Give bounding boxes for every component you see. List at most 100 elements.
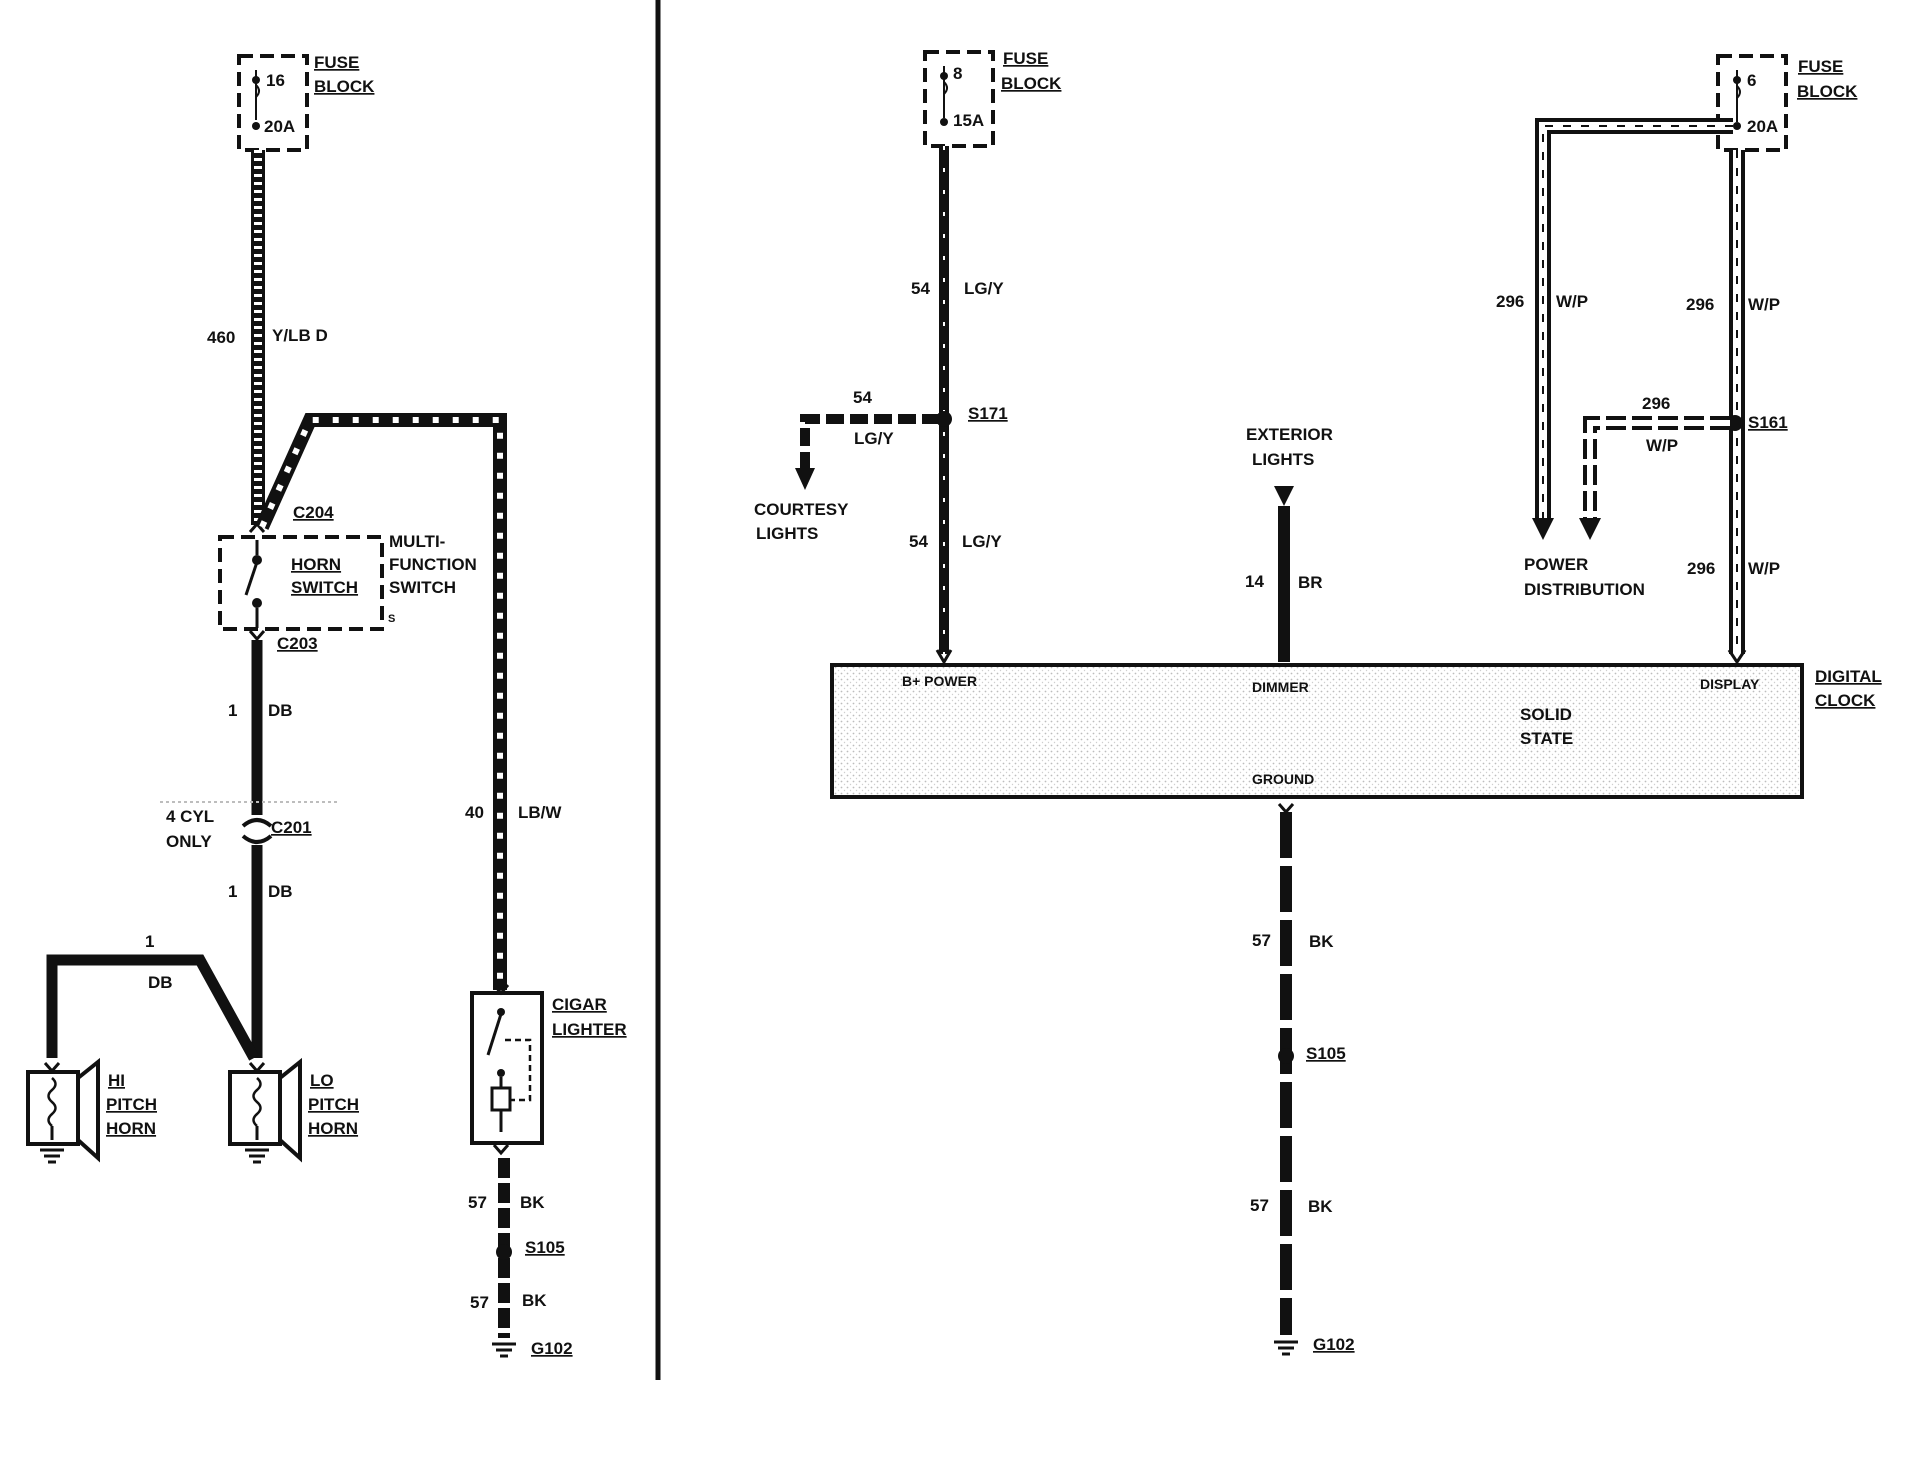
horn-switch-label-2: SWITCH bbox=[291, 578, 358, 597]
power-dist-label-2: DISTRIBUTION bbox=[1524, 580, 1645, 599]
fuse-6-number: 6 bbox=[1747, 71, 1756, 90]
lighter-wire-57-color-b: BK bbox=[522, 1291, 547, 1310]
wire-460: 460 Y/LB D bbox=[207, 150, 328, 525]
multifunction-label-3: SWITCH bbox=[389, 578, 456, 597]
connector-c201: 4 CYL ONLY C201 bbox=[160, 801, 337, 851]
exterior-lights-feed: EXTERIOR LIGHTS 14 BR bbox=[1245, 425, 1333, 662]
cyl-note-line-2: ONLY bbox=[166, 832, 212, 851]
wire-460-circuit: 460 bbox=[207, 328, 235, 347]
fuse-16-number: 16 bbox=[266, 71, 285, 90]
exterior-label-1: EXTERIOR bbox=[1246, 425, 1333, 444]
ground-g102-left: G102 bbox=[531, 1339, 573, 1358]
fuse-block-label-2: BLOCK bbox=[314, 77, 375, 96]
lo-horn-label-3: HORN bbox=[308, 1119, 358, 1138]
wire-296-color-left: W/P bbox=[1556, 292, 1588, 311]
courtesy-lights-branch: 54 LG/Y COURTESY LIGHTS bbox=[754, 388, 940, 543]
multifunction-label-2: FUNCTION bbox=[389, 555, 477, 574]
splice-s105-right: S105 bbox=[1306, 1044, 1346, 1063]
cyl-note-line-1: 4 CYL bbox=[166, 807, 214, 826]
digital-clock: B+ POWER DIMMER DISPLAY SOLID STATE GROU… bbox=[830, 663, 1882, 799]
courtesy-label-2: LIGHTS bbox=[756, 524, 818, 543]
fuse-6-rating: 20A bbox=[1747, 117, 1778, 136]
clock-solid-1: SOLID bbox=[1520, 705, 1572, 724]
horn-switch-label-1: HORN bbox=[291, 555, 341, 574]
fuse-16-rating: 20A bbox=[264, 117, 295, 136]
wire-54: 54 LG/Y S171 54 LG/Y bbox=[909, 146, 1008, 665]
wire-296-circuit-right: 296 bbox=[1686, 295, 1714, 314]
hi-pitch-horn: HI PITCH HORN bbox=[26, 1057, 157, 1164]
fuse8-block-label-2: BLOCK bbox=[1001, 74, 1062, 93]
wire-296-color-right: W/P bbox=[1748, 295, 1780, 314]
clock-wire-57-color-b: BK bbox=[1308, 1197, 1333, 1216]
wire-54-circuit-a: 54 bbox=[911, 279, 930, 298]
hi-horn-label-3: HORN bbox=[106, 1119, 156, 1138]
lighter-wire-57-color-a: BK bbox=[520, 1193, 545, 1212]
lo-horn-label-1: LO bbox=[310, 1071, 334, 1090]
fuse-16: 16 20A FUSE BLOCK bbox=[237, 53, 375, 152]
wire-1-db: 1 DB 1 DB bbox=[228, 640, 293, 1058]
lo-pitch-horn: LO PITCH HORN bbox=[228, 1057, 359, 1164]
fuse6-block-label-1: FUSE bbox=[1798, 57, 1843, 76]
hi-pitch-branch: 1 DB bbox=[46, 932, 259, 1061]
wire-54-circuit-b: 54 bbox=[909, 532, 928, 551]
courtesy-wire-color: LG/Y bbox=[854, 429, 894, 448]
wire-14-circuit: 14 bbox=[1245, 572, 1264, 591]
splice-s105-left: S105 bbox=[525, 1238, 565, 1257]
clock-wire-57-circuit-b: 57 bbox=[1250, 1196, 1269, 1215]
splice-s161: S161 bbox=[1748, 413, 1788, 432]
wire-296-color-lower: W/P bbox=[1748, 559, 1780, 578]
wire-54-color-b: LG/Y bbox=[962, 532, 1002, 551]
clock-circuit: 8 15A FUSE BLOCK 54 LG/Y S171 54 LG/Y 54… bbox=[754, 49, 1882, 1356]
wire-296-main: 296 W/P S161 296 W/P bbox=[1686, 150, 1788, 665]
switch-feed-wire bbox=[255, 413, 507, 990]
switch-mark: S bbox=[388, 613, 395, 625]
wire-40-circuit: 40 bbox=[465, 803, 484, 822]
lo-horn-label-2: PITCH bbox=[308, 1095, 359, 1114]
courtesy-wire-circuit: 54 bbox=[853, 388, 872, 407]
lighter-wire-57-circuit-b: 57 bbox=[470, 1293, 489, 1312]
clock-wire-57-color-a: BK bbox=[1309, 932, 1334, 951]
cigar-lighter: CIGAR LIGHTER bbox=[470, 984, 627, 1156]
wire-1-color-b: DB bbox=[268, 882, 293, 901]
clock-solid-2: STATE bbox=[1520, 729, 1573, 748]
multifunction-switch: C204 HORN SWITCH MULTI- FUNCTION SWITCH … bbox=[218, 503, 477, 653]
clock-name-1: DIGITAL bbox=[1815, 667, 1882, 686]
clock-ground-wire: 57 BK S105 57 BK G102 bbox=[1250, 803, 1355, 1356]
fuse-8: 8 15A FUSE BLOCK bbox=[923, 49, 1062, 148]
wire-296-branch: 296 W/P POWER DISTRIBUTION bbox=[1524, 394, 1730, 599]
fuse-8-rating: 15A bbox=[953, 111, 984, 130]
fuse-block-label-1: FUSE bbox=[314, 53, 359, 72]
connector-c203: C203 bbox=[277, 634, 318, 653]
wire-296-branch-circuit: 296 bbox=[1642, 394, 1670, 413]
hi-branch-circuit: 1 bbox=[145, 932, 154, 951]
horn-circuit: 16 20A FUSE BLOCK 460 Y/LB D C204 HORN S… bbox=[26, 53, 627, 1358]
wire-1-circuit-a: 1 bbox=[228, 701, 237, 720]
hi-branch-color: DB bbox=[148, 973, 173, 992]
wire-296-branch-color: W/P bbox=[1646, 436, 1678, 455]
fuse-6: 6 20A FUSE BLOCK bbox=[1716, 54, 1858, 152]
courtesy-label-1: COURTESY bbox=[754, 500, 849, 519]
wire-1-color-a: DB bbox=[268, 701, 293, 720]
clock-display: DISPLAY bbox=[1700, 676, 1760, 692]
fuse6-block-label-2: BLOCK bbox=[1797, 82, 1858, 101]
connector-c204: C204 bbox=[293, 503, 334, 522]
fuse-8-number: 8 bbox=[953, 64, 962, 83]
ground-g102-right: G102 bbox=[1313, 1335, 1355, 1354]
exterior-label-2: LIGHTS bbox=[1252, 450, 1314, 469]
fuse8-block-label-1: FUSE bbox=[1003, 49, 1048, 68]
power-dist-label-1: POWER bbox=[1524, 555, 1588, 574]
wire-460-color: Y/LB D bbox=[272, 326, 328, 345]
clock-ground: GROUND bbox=[1252, 771, 1314, 787]
wire-296-power-distribution: 296 W/P bbox=[1496, 118, 1733, 540]
wire-1-circuit-b: 1 bbox=[228, 882, 237, 901]
wire-40-color: LB/W bbox=[518, 803, 562, 822]
connector-c201-label: C201 bbox=[271, 818, 312, 837]
clock-wire-57-circuit-a: 57 bbox=[1252, 931, 1271, 950]
splice-s171: S171 bbox=[968, 404, 1008, 423]
wire-54-color-a: LG/Y bbox=[964, 279, 1004, 298]
wire-296-circuit-left: 296 bbox=[1496, 292, 1524, 311]
lighter-ground-wire: 57 BK S105 57 BK G102 bbox=[468, 1158, 573, 1358]
lighter-wire-57-circuit-a: 57 bbox=[468, 1193, 487, 1212]
